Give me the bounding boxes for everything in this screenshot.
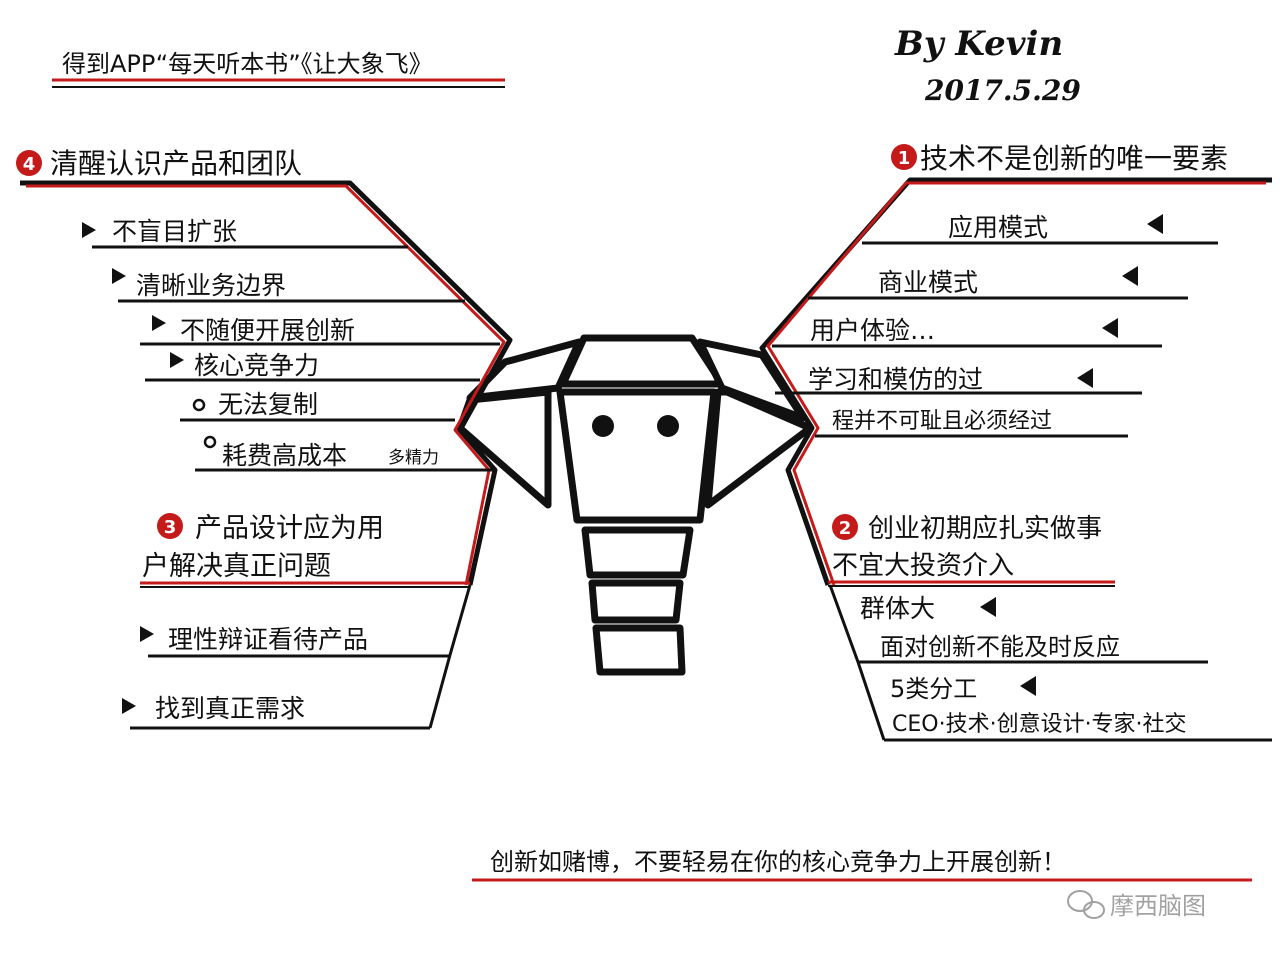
section-3-number: 3 [164,517,177,538]
footer-quote: 创新如赌博，不要轻易在你的核心竞争力上开展创新！ [490,848,1066,876]
section-2-item: 5类分工 [890,675,977,703]
section-1-item: 学习和模仿的过 [808,365,983,394]
section-3-title-line2: 户解决真正问题 [142,551,331,582]
section-4-number-badge [16,150,42,176]
wechat-icon [1067,890,1105,919]
arrow-left-icon [1122,266,1138,286]
left-wing-outline [20,180,513,586]
bullet-icon [192,398,206,412]
section-3: 3 产品设计应为用 户解决真正问题 理性辩证看待产品 找到真正需求 [122,513,472,730]
section-1-item: 应用模式 [948,213,1048,242]
section-1-item: 商业模式 [878,268,978,297]
section-2-title-line1: 创业初期应扎实做事 [868,514,1102,544]
watermark-text: 摩西脑图 [1110,892,1206,920]
author-name: By Kevin [894,24,1063,64]
section-3-title-line1: 产品设计应为用 [195,513,384,544]
section-4-item: 不盲目扩张 [112,217,237,246]
section-1: 1 技术不是创新的唯一要素 应用模式 商业模式 用户体验… 学习和模仿的过 程并… [772,142,1228,438]
arrow-left-icon [1020,676,1036,696]
section-2: 2 创业初期应扎实做事 不宜大投资介入 群体大 面对创新不能及时反应 5类分工 … [828,514,1272,742]
section-4-title: 清醒认识产品和团队 [50,147,302,180]
author-date: 2017.5.29 [924,74,1081,107]
section-4-item: 核心竞争力 [194,351,319,380]
section-3-item: 找到真正需求 [155,694,305,723]
page-title: 得到APP“每天听本书”《让大象飞》 [62,50,433,78]
arrow-left-icon [1147,214,1163,234]
section-2-item: CEO·技术·创意设计·专家·社交 [892,712,1187,737]
section-4-subitem-note: 多精力 [388,448,439,468]
section-2-item: 面对创新不能及时反应 [880,633,1120,661]
section-2-number: 2 [839,518,852,539]
arrow-icon [82,222,96,238]
section-4-number: 4 [23,154,36,175]
section-3-item: 理性辩证看待产品 [168,625,368,654]
right-wing-outline [759,177,1272,586]
section-4-item: 清晰业务边界 [136,271,286,300]
section-2-item: 群体大 [860,594,935,623]
section-4-subitem: 无法复制 [218,390,318,419]
section-1-item: 用户体验… [810,316,935,345]
arrow-left-icon [1102,318,1118,338]
arrow-icon [122,698,136,714]
section-1-title: 技术不是创新的唯一要素 [920,142,1228,175]
arrow-left-icon [1077,368,1093,388]
elephant-icon [456,334,814,676]
section-3-number-badge [157,513,183,539]
section-1-number: 1 [898,148,911,169]
arrow-icon [152,315,166,331]
arrow-left-icon [980,597,996,617]
section-2-number-badge [832,514,858,540]
section-1-number-badge [891,144,917,170]
section-4: 4 清醒认识产品和团队 不盲目扩张 清晰业务边界 不随便开展创新 核心竞争力 无… [16,147,500,472]
section-1-item: 程并不可耻且必须经过 [832,409,1052,434]
arrow-icon [170,352,184,368]
section-4-item: 不随便开展创新 [180,316,355,345]
section-2-title-line2: 不宜大投资介入 [832,551,1014,581]
arrow-icon [112,268,126,284]
section-4-subitem: 耗费高成本 [222,441,347,470]
watermark: 摩西脑图 [1067,890,1206,920]
bullet-icon [203,435,217,449]
arrow-icon [140,626,154,642]
